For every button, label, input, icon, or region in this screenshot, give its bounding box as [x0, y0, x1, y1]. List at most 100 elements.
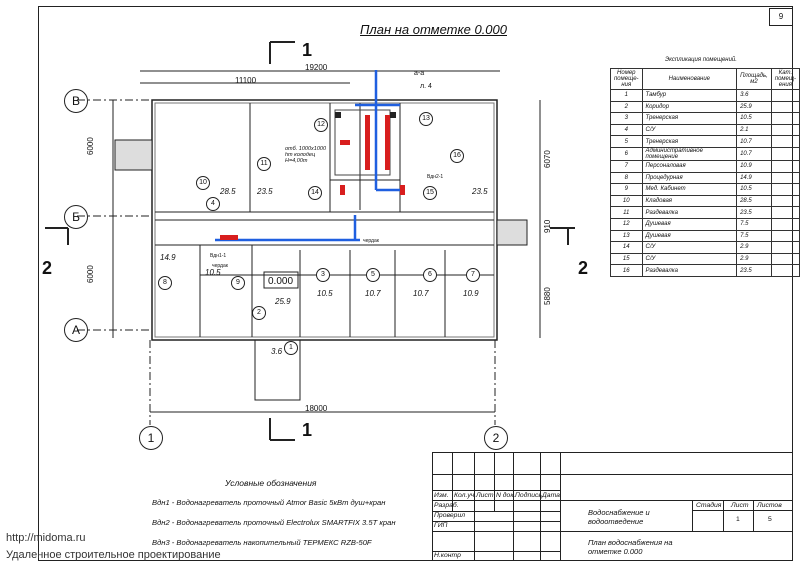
explication-cell-number: 12 — [610, 217, 643, 231]
room-number-6: 6 — [423, 268, 437, 282]
explication-header-area: Площадь, м2 — [736, 68, 772, 90]
explication-cell-area: 2.9 — [736, 241, 772, 254]
explication-cell-name: С/У — [641, 241, 738, 254]
room-number-2: 2 — [252, 306, 266, 320]
explication-cell-number: 8 — [610, 171, 643, 185]
explication-cell-number: 9 — [610, 183, 643, 196]
explication-cell-category — [770, 252, 800, 266]
stamp-header-doc: N док. — [496, 492, 516, 499]
explication-cell-area: 10.7 — [736, 146, 772, 161]
explication-cell-category — [770, 112, 800, 125]
stamp-header-qty: Кол.уч — [454, 492, 475, 499]
section-mark-bottom: 1 — [302, 420, 313, 440]
room-area-6: 10.7 — [413, 289, 429, 298]
stamp-header-signature: Подпись — [515, 492, 542, 499]
stamp-role-norm-control: Н.контр — [434, 552, 461, 559]
explication-cell-category — [770, 241, 800, 254]
room-area-1: 3.6 — [271, 347, 283, 356]
explication-cell-category — [770, 229, 800, 243]
explication-cell-area: 23.5 — [736, 206, 772, 219]
explication-cell-name: С/У — [641, 123, 738, 137]
explication-cell-name: Тренерская — [641, 135, 738, 148]
room-area-4: 10.5 — [205, 268, 221, 277]
drawing-frame — [38, 6, 793, 561]
dim-right-mid: 910 — [543, 219, 552, 233]
room-number-5: 5 — [366, 268, 380, 282]
room-number-10: 10 — [196, 176, 210, 190]
explication-cell-category — [770, 171, 800, 185]
legend-title: Условные обозначения — [225, 478, 317, 488]
legend-item: Вдн1 - Водонагреватель проточный Atmor B… — [152, 498, 386, 507]
explication-cell-area: 10.5 — [736, 183, 772, 196]
stamp-header-date: Дата — [542, 492, 560, 499]
explication-cell-category — [770, 100, 800, 114]
explication-cell-name: Кладовая — [641, 194, 738, 208]
riser-note-1: чердак — [212, 263, 228, 269]
room-area-10: 28.5 — [220, 187, 236, 196]
explication-cell-category — [770, 217, 800, 231]
explication-cell-name: С/У — [641, 252, 738, 266]
level-mark: 0.000 — [268, 276, 294, 287]
room-area-8: 14.9 — [160, 253, 176, 262]
explication-cell-category — [770, 89, 800, 102]
explication-cell-category — [770, 206, 800, 219]
axis-label-v: В — [64, 89, 88, 113]
dim-bottom-total: 18000 — [305, 404, 328, 413]
room-number-14: 14 — [308, 186, 322, 200]
riser-note-2: чердак — [363, 238, 379, 244]
explication-table: Номер помеще- ния Наименование Площадь, … — [610, 68, 800, 277]
explication-cell-number: 15 — [610, 252, 643, 266]
room-number-15: 15 — [423, 186, 437, 200]
stamp-role-chief: ГИП — [434, 522, 448, 529]
explication-cell-number: 7 — [610, 159, 643, 173]
sheet-corner-number: 9 — [769, 8, 793, 26]
room-area-16: 23.5 — [472, 187, 488, 196]
section-mark-left: 2 — [42, 258, 53, 278]
explication-cell-name: Душевая — [641, 229, 738, 243]
room-area-3: 10.5 — [317, 289, 333, 298]
explication-cell-area: 3.6 — [736, 89, 772, 102]
stamp-lists-value: 5 — [768, 516, 772, 523]
explication-cell-name: Административное помещение — [641, 146, 738, 161]
section-mark-right: 2 — [578, 258, 589, 278]
explication-cell-category — [770, 123, 800, 137]
section-mark-top: 1 — [302, 40, 313, 60]
explication-cell-number: 6 — [610, 146, 643, 161]
explication-header-number: Номер помеще- ния — [610, 68, 643, 90]
legend-item: Вдн3 - Водонагреватель накопительный ТЕР… — [152, 538, 372, 547]
explication-cell-name: Коридор — [641, 100, 738, 114]
room-number-13: 13 — [419, 112, 433, 126]
watermark-tagline: Удаленное строительное проектирование — [6, 549, 221, 561]
explication-cell-number: 14 — [610, 241, 643, 254]
room-number-4: 4 — [206, 197, 220, 211]
heater-label-2: Вдн2-1 — [427, 174, 444, 180]
explication-cell-number: 5 — [610, 135, 643, 148]
room-number-16: 16 — [450, 149, 464, 163]
explication-header-name: Наименование — [641, 68, 738, 90]
sheet-ref-label: л. 4 — [420, 83, 432, 90]
explication-cell-area: 7.5 — [736, 229, 772, 243]
explication-cell-number: 4 — [610, 123, 643, 137]
dim-right-bottom: 5880 — [543, 287, 552, 305]
explication-cell-area: 2.9 — [736, 252, 772, 266]
explication-cell-name: Раздевалка — [641, 264, 738, 277]
room-number-12: 12 — [314, 118, 328, 132]
explication-cell-name: Тренерская — [641, 112, 738, 125]
well-note: отб. 1000х1000 hm колодец H=4,00m — [285, 146, 327, 164]
axis-label-a: А — [64, 318, 88, 342]
axis-label-2: 2 — [484, 426, 508, 450]
explication-title: Экспликация помещений. — [665, 57, 737, 63]
watermark-url[interactable]: http://midoma.ru — [6, 532, 86, 544]
stamp-project-name: Водоснабжение и водоотведение — [588, 508, 650, 526]
dim-left-bottom: 6000 — [86, 265, 95, 283]
explication-cell-number: 10 — [610, 194, 643, 208]
